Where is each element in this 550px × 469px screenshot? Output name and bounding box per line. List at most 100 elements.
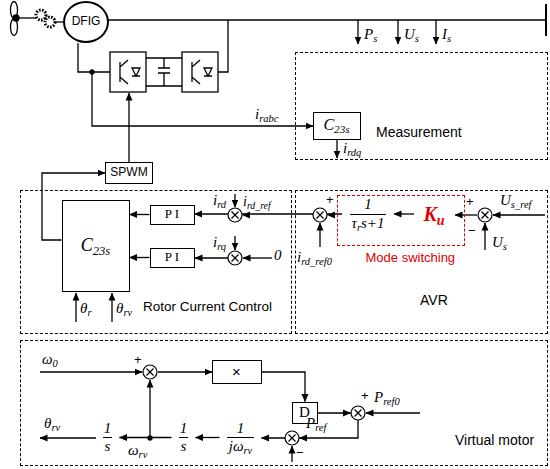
label-holder: Pref0 xyxy=(374,389,400,406)
sign-label: + xyxy=(466,195,474,210)
pi-controller: P I xyxy=(150,248,195,268)
label-holder: + xyxy=(326,193,334,208)
subscript: rd xyxy=(217,199,226,210)
signal-connector xyxy=(130,214,150,215)
signal-connector xyxy=(262,372,306,402)
multiplier-box: × xyxy=(212,360,262,384)
signal-label: Pref0 xyxy=(374,389,400,406)
node-text: Rotor Current Control xyxy=(143,299,272,315)
subscript: rq xyxy=(217,241,226,252)
subscript: ref xyxy=(315,422,326,433)
signal-connector xyxy=(130,257,150,258)
arrowheads xyxy=(242,212,351,442)
signal-wires xyxy=(40,140,545,462)
node-text: s xyxy=(179,437,189,455)
label-holder: Ps xyxy=(364,26,377,43)
transfer-function: 1jωrv xyxy=(220,418,262,458)
node-text: C23s xyxy=(81,235,111,256)
subscript: 23s xyxy=(334,124,350,136)
gain-symbol: Ku xyxy=(414,201,454,228)
node-text: Measurement xyxy=(376,124,462,140)
label-holder: Us_ref xyxy=(500,192,531,209)
node-text: SPWM xyxy=(110,166,147,180)
measurement-region: Measurement C23s xyxy=(295,52,548,160)
label-holder: ωrv xyxy=(128,442,147,459)
signal-label: irabc xyxy=(255,106,278,123)
subscript: 23s xyxy=(93,244,111,258)
summing-junction xyxy=(143,208,492,445)
node-text: P I xyxy=(165,207,179,222)
signal-label: θrv xyxy=(116,300,132,317)
label-holder: irabc xyxy=(255,106,278,123)
label-holder: Pref xyxy=(306,415,326,432)
transform-box: C23s xyxy=(62,200,130,292)
subscript: s_ref xyxy=(511,199,532,210)
transfer-function: 1τrs+1 xyxy=(342,194,394,234)
sign-label: − xyxy=(296,446,304,461)
node-text: DFIG xyxy=(72,15,101,29)
subscript: s xyxy=(373,33,377,44)
pwm-box: SPWM xyxy=(105,162,153,184)
avr-region: AVRMode switching1τrs+1Ku xyxy=(295,190,548,334)
signal-label: Ps xyxy=(364,26,377,43)
label-holder: irq xyxy=(213,234,226,251)
subscript: rv xyxy=(51,422,60,433)
node-text: 1 xyxy=(180,420,188,437)
integrator: 1s xyxy=(172,418,196,458)
label-holder: + xyxy=(134,353,142,368)
sign-label: + xyxy=(326,193,334,208)
subscript: s xyxy=(503,241,507,252)
signal-connector xyxy=(262,413,359,438)
signal-label: 0 xyxy=(274,247,282,264)
integrator: 1s xyxy=(96,418,120,458)
signal-label: Is xyxy=(442,26,451,43)
signal-label: ω0 xyxy=(42,351,58,368)
control-region: Rotor Current Control C23s P I P I xyxy=(20,190,292,334)
signal-connector xyxy=(394,213,414,214)
node-text: s xyxy=(103,437,113,455)
grid-bus xyxy=(108,4,546,44)
subscript: 0 xyxy=(53,358,58,369)
node-text: τrs+1 xyxy=(350,214,387,232)
signal-label: θrv xyxy=(44,415,60,432)
signal-label: irq xyxy=(213,234,226,251)
label-holder: − xyxy=(296,446,304,461)
node-text: AVR xyxy=(420,292,448,308)
node-text: 1 xyxy=(364,196,372,213)
subscript: rdq xyxy=(347,147,361,158)
node-text: Virtual motor xyxy=(455,432,534,448)
label-holder: ird xyxy=(213,192,226,209)
converter xyxy=(78,20,313,162)
node-text: C23s xyxy=(323,116,349,134)
signal-label: ird xyxy=(213,192,226,209)
signal-label: ωrv xyxy=(128,442,147,459)
label-holder: θrv xyxy=(44,415,60,432)
subscript: rv xyxy=(244,445,253,456)
signal-label: irdq xyxy=(343,140,361,157)
signal-label: Us xyxy=(404,26,419,43)
label-holder: + xyxy=(361,389,369,404)
subscript: rabc xyxy=(259,113,278,124)
label-holder: ω0 xyxy=(42,351,58,368)
subscript: ref0 xyxy=(383,396,400,407)
node-text: 1 xyxy=(237,420,245,437)
subscript: rv xyxy=(139,449,148,460)
signal-label: ird_ref xyxy=(243,194,271,210)
label-holder: irdq xyxy=(343,140,361,157)
signal-label: Us xyxy=(492,234,507,251)
generator-circle: DFIG xyxy=(63,1,109,43)
subscript: r xyxy=(357,222,361,233)
subscript: rv xyxy=(123,307,132,318)
label-holder: ird_ref0 xyxy=(297,249,332,266)
label-holder: Us xyxy=(492,234,507,251)
subscript: rd_ref xyxy=(247,200,271,211)
label-holder: θr xyxy=(80,300,91,317)
label-holder: ird_ref xyxy=(243,194,271,210)
node-text: 1 xyxy=(104,420,112,437)
virtual-motor-region: Virtual motor×D1jωrv1s1s xyxy=(20,340,548,466)
subscript: u xyxy=(437,213,445,228)
signal-label: Us_ref xyxy=(500,192,531,209)
subscript: r xyxy=(87,307,91,318)
node-text: × xyxy=(232,363,241,380)
